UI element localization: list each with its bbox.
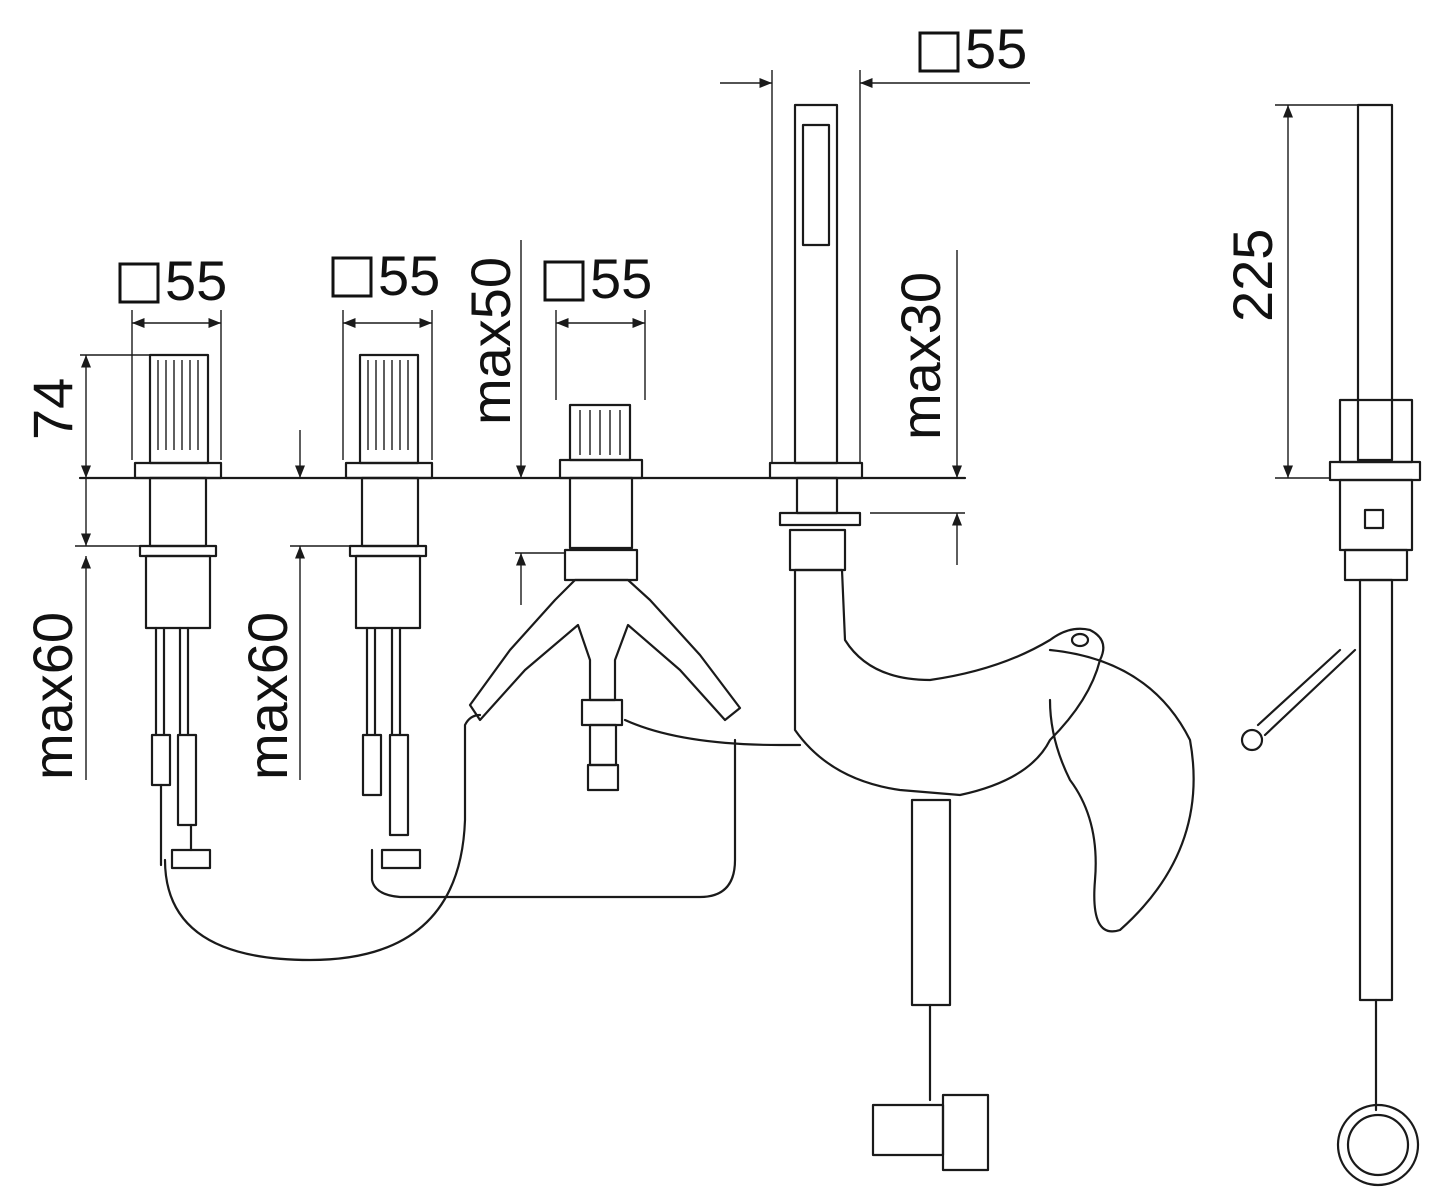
valve1-below-label: max60 [21,612,84,780]
spout-below-label: max30 [889,272,952,440]
valve1-width-label: 55 [165,249,227,312]
square-symbol-valve1 [118,262,160,304]
valve-2 [344,353,434,870]
diverter-width-label: 55 [590,247,652,310]
dimension-labels: 55 55 55 55 74 max60 max60 max50 max30 2… [21,17,1284,780]
valve2-width-label: 55 [378,244,440,307]
square-symbol-valve2 [331,256,373,298]
square-symbol-diverter [543,260,585,302]
diverter [468,403,742,792]
side-view [1240,103,1422,1187]
spout [768,103,1195,1172]
diverter-below-label: max50 [459,257,522,425]
hose-left [163,713,482,962]
hose-right [370,738,737,899]
valve-1 [133,353,223,870]
valve2-below-label: max60 [236,612,299,780]
hose-mid [623,718,802,747]
spout-height-label: 225 [1221,229,1284,322]
valve-height-label: 74 [21,378,84,440]
spout-width-label: 55 [965,17,1027,80]
square-symbol-spout [918,31,960,73]
dimension-lines [75,70,1358,780]
